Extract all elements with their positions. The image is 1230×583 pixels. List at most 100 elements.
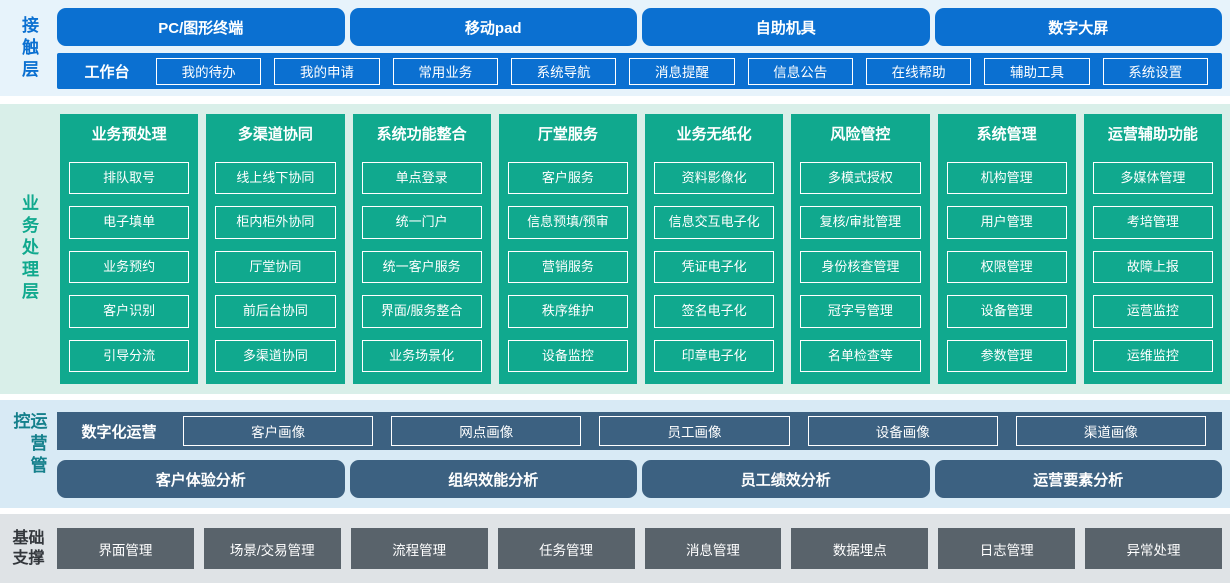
foundation-layer-section: 基础支撑 界面管理 场景/交易管理 流程管理 任务管理 消息管理 数据埋点 日志… bbox=[0, 514, 1230, 583]
business-column-multichannel: 多渠道协同 线上线下协同 柜内柜外协同 厅堂协同 前后台协同 多渠道协同 bbox=[206, 114, 345, 384]
operations-layer-section: 运营管控 数字化运营 客户画像 网点画像 员工画像 设备画像 渠道画像 客户体验… bbox=[0, 400, 1230, 508]
column-item: 客户服务 bbox=[507, 162, 628, 195]
contact-layer-label-col: 接触层 bbox=[0, 8, 57, 89]
foundation-item-log-management: 日志管理 bbox=[938, 528, 1076, 569]
column-title: 厅堂服务 bbox=[537, 126, 598, 143]
portrait-item-branch: 网点画像 bbox=[391, 416, 582, 446]
column-item: 签名电子化 bbox=[654, 295, 775, 328]
analysis-ops-elements: 运营要素分析 bbox=[934, 460, 1222, 498]
foundation-item-scene-transaction: 场景/交易管理 bbox=[203, 528, 341, 569]
contact-layer-content: PC/图形终端 移动pad 自助机具 数字大屏 工作台 我的待办 我的申请 常用… bbox=[57, 8, 1222, 89]
workbench-item-system-nav: 系统导航 bbox=[510, 57, 617, 85]
business-layer-label-col: 业务处理层 bbox=[0, 114, 57, 384]
workbench-label: 工作台 bbox=[84, 63, 130, 81]
portrait-item-device: 设备画像 bbox=[807, 416, 998, 446]
workbench-item-common-business: 常用业务 bbox=[392, 57, 498, 85]
column-item: 冠字号管理 bbox=[800, 295, 921, 328]
business-column-lobby-service: 厅堂服务 客户服务 信息预填/预审 营销服务 秩序维护 设备监控 bbox=[498, 114, 637, 384]
digital-operations-label: 数字化运营 bbox=[81, 423, 157, 441]
column-item: 前后台协同 bbox=[215, 295, 336, 328]
workbench-bar: 工作台 我的待办 我的申请 常用业务 系统导航 消息提醒 信息公告 在线帮助 辅… bbox=[57, 53, 1222, 89]
column-item: 信息预填/预审 bbox=[507, 206, 628, 239]
foundation-item-exception-handling: 异常处理 bbox=[1085, 528, 1222, 569]
foundation-item-process-management: 流程管理 bbox=[350, 528, 488, 569]
analysis-row: 客户体验分析 组织效能分析 员工绩效分析 运营要素分析 bbox=[57, 460, 1222, 498]
terminal-row: PC/图形终端 移动pad 自助机具 数字大屏 bbox=[57, 8, 1222, 46]
analysis-customer-experience: 客户体验分析 bbox=[57, 460, 345, 498]
column-item: 用户管理 bbox=[946, 206, 1067, 239]
operations-layer-label: 运营管控 bbox=[10, 412, 47, 478]
column-item: 机构管理 bbox=[946, 162, 1067, 195]
terminal-pc: PC/图形终端 bbox=[57, 8, 345, 46]
workbench-item-system-settings: 系统设置 bbox=[1102, 57, 1208, 85]
column-item: 信息交互电子化 bbox=[654, 206, 775, 239]
digital-operations-bar: 数字化运营 客户画像 网点画像 员工画像 设备画像 渠道画像 bbox=[57, 412, 1222, 450]
contact-layer-label: 接触层 bbox=[19, 15, 38, 82]
business-column-system-management: 系统管理 机构管理 用户管理 权限管理 设备管理 参数管理 bbox=[937, 114, 1076, 384]
column-item: 考培管理 bbox=[1092, 206, 1213, 239]
column-item: 统一客户服务 bbox=[361, 250, 482, 284]
column-title: 业务无纸化 bbox=[676, 126, 752, 143]
column-item: 印章电子化 bbox=[654, 339, 775, 373]
business-columns: 业务预处理 排队取号 电子填单 业务预约 客户识别 引导分流 多渠道协同 线上线… bbox=[57, 114, 1222, 384]
business-column-system-integration: 系统功能整合 单点登录 统一门户 统一客户服务 界面/服务整合 业务场景化 bbox=[352, 114, 491, 384]
column-item: 名单检查等 bbox=[800, 339, 921, 373]
column-item: 身份核查管理 bbox=[800, 250, 921, 284]
column-item: 故障上报 bbox=[1092, 250, 1213, 284]
column-item: 复核/审批管理 bbox=[800, 206, 921, 239]
business-column-risk-control: 风险管控 多模式授权 复核/审批管理 身份核查管理 冠字号管理 名单检查等 bbox=[791, 114, 930, 384]
workbench-item-todo: 我的待办 bbox=[156, 57, 262, 85]
portrait-item-employee: 员工画像 bbox=[599, 416, 790, 446]
business-layer-section: 业务处理层 业务预处理 排队取号 电子填单 业务预约 客户识别 引导分流 多渠道… bbox=[0, 104, 1230, 394]
column-item: 秩序维护 bbox=[507, 295, 628, 328]
column-item: 运营监控 bbox=[1092, 295, 1213, 328]
column-item: 设备管理 bbox=[946, 295, 1067, 328]
column-item: 设备监控 bbox=[507, 339, 628, 373]
column-title: 运营辅助功能 bbox=[1107, 126, 1198, 143]
column-item: 柜内柜外协同 bbox=[215, 206, 336, 239]
column-item: 权限管理 bbox=[946, 250, 1067, 284]
analysis-employee-performance: 员工绩效分析 bbox=[642, 460, 930, 498]
column-item: 参数管理 bbox=[946, 339, 1067, 373]
business-column-preprocessing: 业务预处理 排队取号 电子填单 业务预约 客户识别 引导分流 bbox=[60, 114, 199, 384]
foundation-item-task-management: 任务管理 bbox=[497, 528, 635, 569]
foundation-item-data-tracking: 数据埋点 bbox=[791, 528, 929, 569]
column-item: 厅堂协同 bbox=[215, 250, 336, 284]
business-layer-label: 业务处理层 bbox=[19, 194, 38, 304]
business-column-paperless: 业务无纸化 资料影像化 信息交互电子化 凭证电子化 签名电子化 印章电子化 bbox=[645, 114, 784, 384]
column-item: 资料影像化 bbox=[654, 162, 775, 195]
column-item: 统一门户 bbox=[361, 206, 482, 239]
column-item: 排队取号 bbox=[69, 162, 190, 195]
contact-layer-section: 接触层 PC/图形终端 移动pad 自助机具 数字大屏 工作台 我的待办 我的申… bbox=[0, 0, 1230, 96]
terminal-mobile-pad: 移动pad bbox=[349, 8, 637, 46]
business-column-ops-aux: 运营辅助功能 多媒体管理 考培管理 故障上报 运营监控 运维监控 bbox=[1083, 114, 1222, 384]
column-item: 界面/服务整合 bbox=[361, 295, 482, 328]
foundation-item-ui-management: 界面管理 bbox=[57, 528, 194, 569]
operations-layer-label-col: 运营管控 bbox=[0, 412, 57, 498]
operations-content: 数字化运营 客户画像 网点画像 员工画像 设备画像 渠道画像 客户体验分析 组织… bbox=[57, 412, 1222, 498]
terminal-digital-screen: 数字大屏 bbox=[934, 8, 1222, 46]
workbench-item-applications: 我的申请 bbox=[274, 57, 380, 85]
terminal-self-service: 自助机具 bbox=[642, 8, 930, 46]
column-item: 营销服务 bbox=[507, 250, 628, 284]
column-title: 业务预处理 bbox=[91, 126, 167, 143]
portrait-item-customer: 客户画像 bbox=[183, 416, 374, 446]
column-title: 风险管控 bbox=[830, 126, 891, 143]
workbench-item-aux-tools: 辅助工具 bbox=[984, 57, 1090, 85]
column-title: 多渠道协同 bbox=[237, 126, 313, 143]
column-title: 系统功能整合 bbox=[376, 126, 467, 143]
analysis-org-efficiency: 组织效能分析 bbox=[349, 460, 637, 498]
column-item: 运维监控 bbox=[1092, 339, 1213, 373]
column-item: 线上线下协同 bbox=[215, 162, 336, 195]
foundation-boxes: 界面管理 场景/交易管理 流程管理 任务管理 消息管理 数据埋点 日志管理 异常… bbox=[57, 528, 1222, 569]
foundation-item-message-management: 消息管理 bbox=[644, 528, 782, 569]
column-item: 引导分流 bbox=[69, 339, 190, 373]
column-item: 凭证电子化 bbox=[654, 250, 775, 284]
column-item: 客户识别 bbox=[69, 295, 190, 328]
column-item: 电子填单 bbox=[69, 206, 190, 239]
workbench-item-info-bulletin: 信息公告 bbox=[747, 57, 853, 85]
column-item: 多渠道协同 bbox=[215, 339, 336, 373]
column-item: 多模式授权 bbox=[800, 162, 921, 195]
foundation-layer-label: 基础支撑 bbox=[12, 529, 45, 567]
section-divider bbox=[0, 96, 1230, 104]
